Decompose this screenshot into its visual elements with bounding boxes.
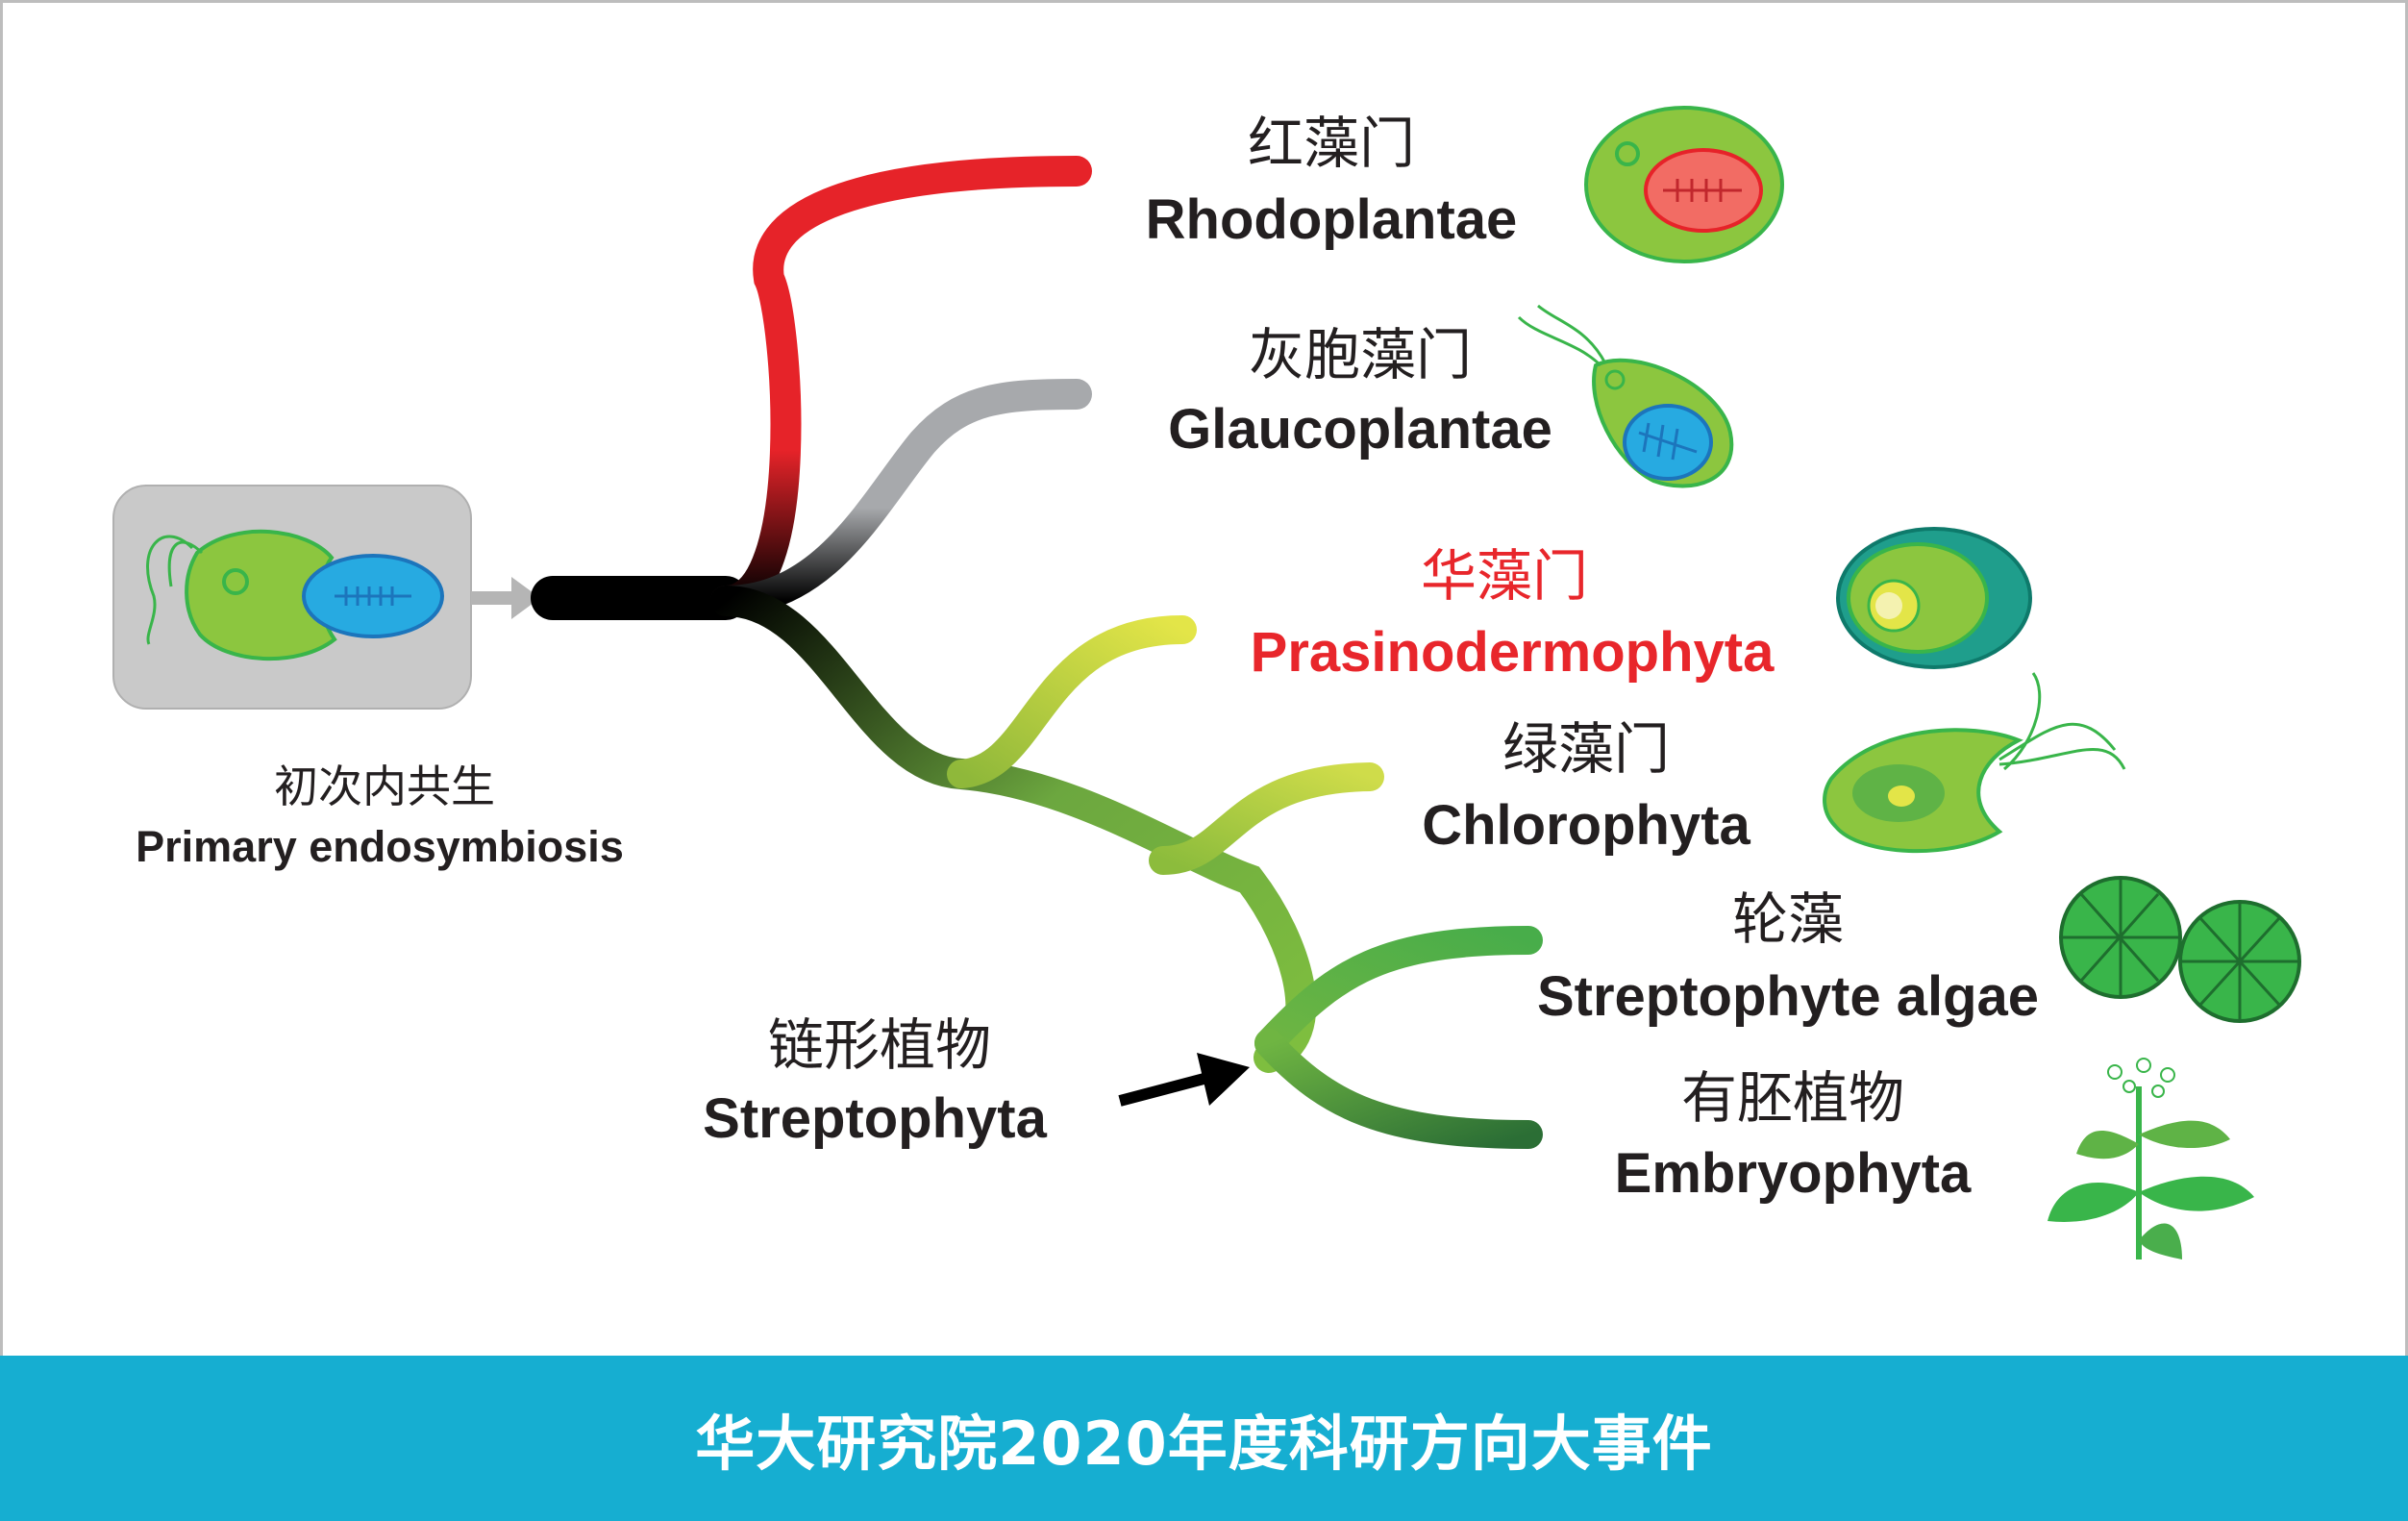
branch-glaucoplantae: [710, 379, 1092, 616]
flagellum-icon-2: [167, 540, 204, 587]
footer-title: 华大研究院2020年度科研方向大事件: [695, 1409, 1713, 1479]
branch-rhodoplantae: [710, 156, 1092, 616]
glaucoplantae-cell-icon: [1517, 304, 1734, 488]
arrow-right-icon: [511, 577, 540, 619]
primary-endosymbiosis-panel: [112, 485, 540, 710]
branch-embryophyta: [1254, 1029, 1543, 1149]
rhodoplantae-label-en: Rhodoplantae: [1145, 188, 1518, 251]
source-label-zh: 初次内共生: [274, 760, 495, 812]
prasinodermophyta-label-zh: 华藻门: [1420, 543, 1588, 609]
streptophyta-label-zh: 链形植物: [767, 1012, 991, 1078]
host-cell-icon: [185, 529, 337, 661]
prasinodermophyta-cell-icon: [1836, 527, 2032, 669]
streptophyta-arrow-icon: [1197, 1053, 1250, 1106]
branch-prasinodermophyta: [947, 615, 1197, 788]
host-nucleus-icon: [222, 568, 249, 595]
streptophyte-algae-cell-icon: [2059, 876, 2301, 1023]
footer-banner: 华大研究院2020年度科研方向大事件: [0, 1356, 2408, 1521]
thylakoid-icon: [335, 586, 411, 606]
rhodoplantae-cell-icon: [1584, 106, 1784, 263]
source-label-en: Primary endosymbiosis: [136, 822, 624, 871]
chlorophyta-cell-icon: [1823, 672, 2126, 854]
chlorophyta-label-en: Chlorophyta: [1422, 794, 1750, 857]
streptophyte-algae-label-en: Streptophyte algae: [1536, 965, 2040, 1028]
branch-streptophyte-algae: [1254, 926, 1543, 1058]
chlorophyta-label-zh: 绿藻门: [1502, 716, 1670, 782]
branch-chlorophyta: [1149, 762, 1384, 875]
streptophyte-algae-label-zh: 轮藻: [1731, 886, 1844, 952]
embryophyta-plant-icon: [2048, 1058, 2254, 1259]
branch-green-lineage: [710, 586, 1317, 1073]
rhodoplantae-label-zh: 红藻门: [1247, 111, 1415, 176]
glaucoplantae-label-en: Glaucoplantae: [1168, 398, 1552, 461]
glaucoplantae-label-zh: 灰胞藻门: [1248, 322, 1472, 387]
streptophyta-arrow-shaft: [1118, 1071, 1213, 1107]
streptophyta-label-en: Streptophyta: [703, 1087, 1047, 1150]
embryophyta-label-en: Embryophyta: [1614, 1142, 1972, 1205]
prasinodermophyta-label-en: Prasinodermophyta: [1250, 621, 1775, 684]
flagellum-icon: [146, 535, 194, 645]
embryophyta-label-zh: 有胚植物: [1680, 1065, 1904, 1131]
